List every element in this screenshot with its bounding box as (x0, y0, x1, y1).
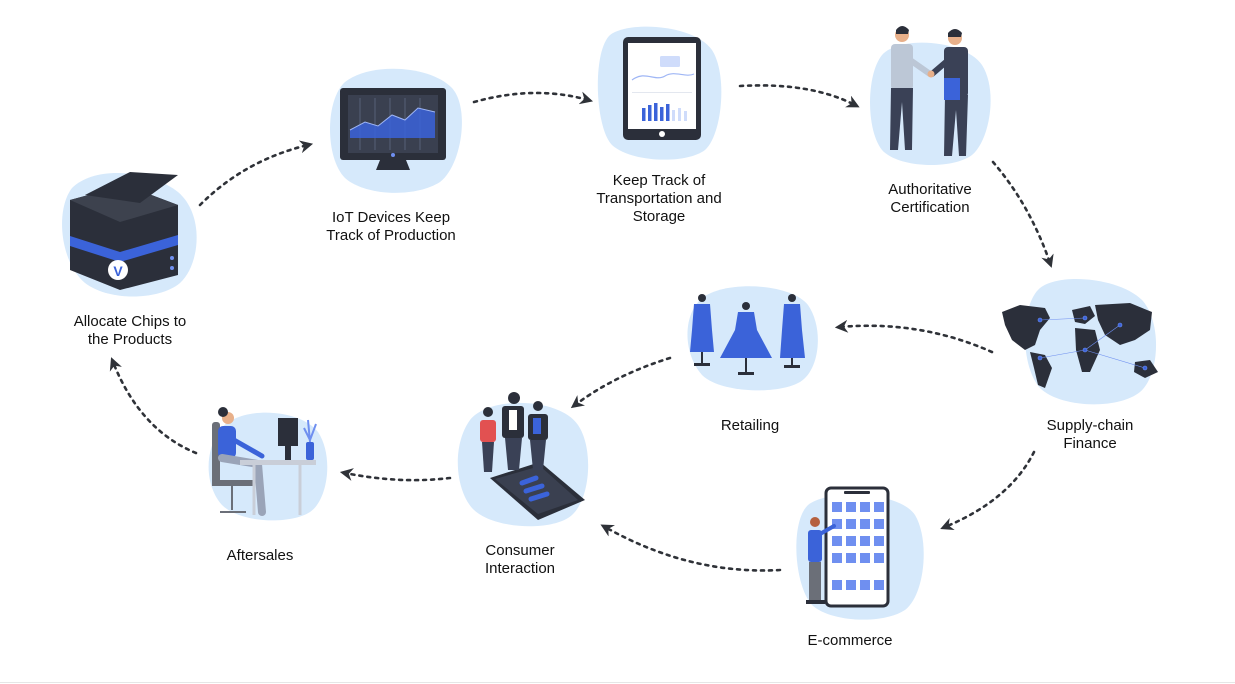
label-retail: Retailing (720, 417, 780, 434)
tablet-dashboard-icon (623, 37, 701, 140)
flow-arrows (109, 84, 1054, 572)
chip-scanner-icon: V (70, 172, 178, 290)
shopping-app-icon (806, 486, 890, 608)
step-allocate: V (62, 172, 197, 297)
step-finance (1002, 278, 1158, 405)
arrow-cert-to-finance (991, 160, 1054, 268)
monitor-chart-icon (340, 88, 446, 170)
handshake-icon (890, 26, 968, 156)
arrow-consumer-to-aftersales (339, 468, 452, 482)
label-ecommerce: E-commerce (807, 632, 893, 649)
people-phone-icon (480, 392, 585, 520)
step-ecommerce (796, 486, 924, 620)
bottom-divider (0, 682, 1235, 683)
arrow-aftersales-to-allocate (109, 357, 198, 455)
arrow-transport-to-cert (738, 84, 860, 108)
blob (870, 42, 991, 166)
world-map-icon (1002, 303, 1158, 388)
map-network-lines (1037, 315, 1148, 371)
step-aftersales (208, 407, 328, 521)
arrow-finance-to-ecommerce (940, 450, 1036, 531)
step-cert (870, 26, 991, 166)
arrow-allocate-to-iot (198, 140, 314, 207)
arrow-iot-to-transport (472, 91, 594, 105)
arrow-finance-to-retail (834, 319, 994, 354)
svg-text:V: V (113, 263, 123, 279)
step-retail (687, 286, 818, 391)
dress-mannequin-icon (690, 294, 805, 375)
arrow-ecommerce-to-consumer (600, 524, 782, 572)
label-aftersales: Aftersales (226, 547, 294, 564)
arrow-retail-to-consumer (570, 356, 672, 409)
step-consumer (457, 392, 589, 527)
step-transport (597, 26, 722, 160)
desk-worker-icon (212, 407, 317, 516)
step-iot (330, 68, 462, 193)
